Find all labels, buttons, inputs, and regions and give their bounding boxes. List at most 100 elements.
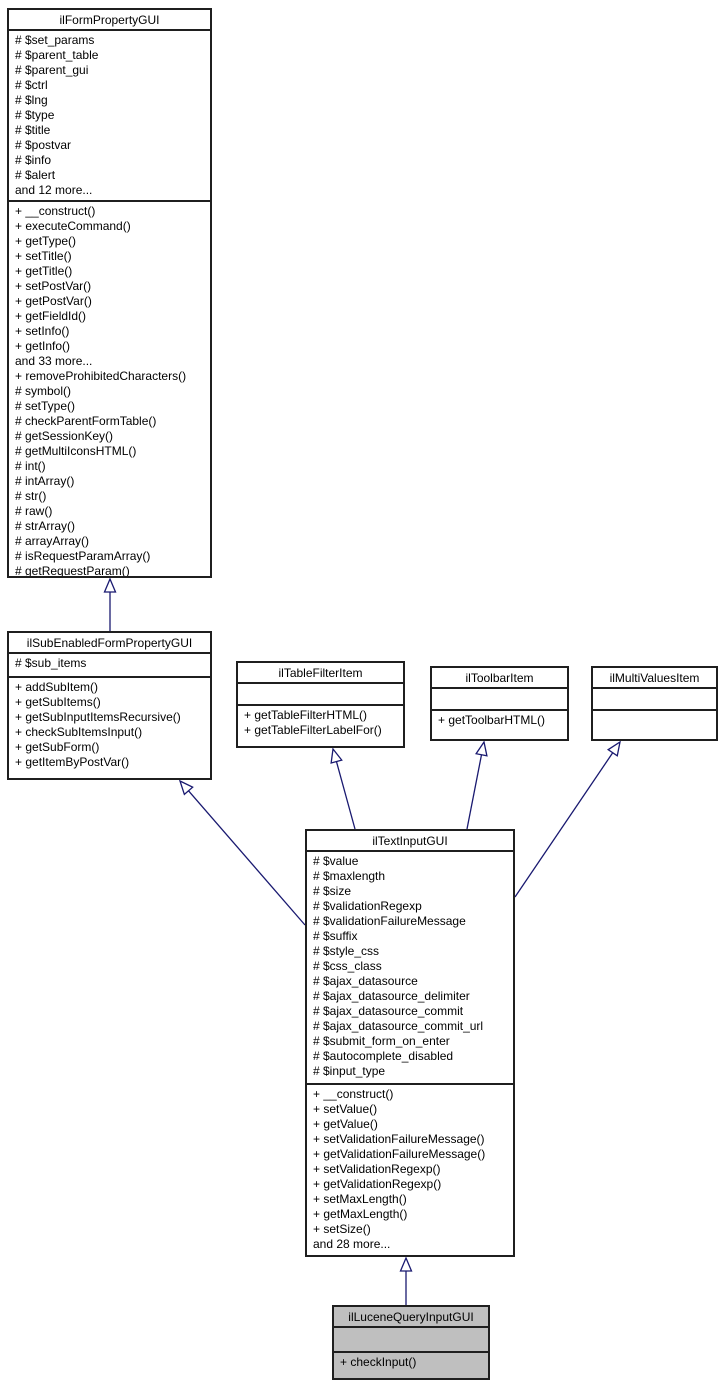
class-box-ilmultivaluesitem[interactable]: ilMultiValuesItem: [591, 666, 718, 741]
attribute-line: # $alert: [15, 168, 56, 182]
method-line: # getRequestParam(): [15, 564, 130, 576]
class-box-iltablefilteritem[interactable]: ilTableFilterItem + getTableFilterHTML()…: [236, 661, 405, 748]
class-title: ilFormPropertyGUI: [9, 10, 210, 31]
method-line: # int(): [15, 459, 46, 473]
method-line: + __construct(): [15, 204, 96, 218]
inheritance-arrow: [514, 740, 621, 898]
method-line: + checkInput(): [340, 1355, 417, 1369]
method-line: + getToolbarHTML(): [438, 713, 546, 727]
class-methods: + __construct()+ executeCommand()+ getTy…: [9, 202, 210, 576]
class-title: ilSubEnabledFormPropertyGUI: [9, 633, 210, 654]
class-title: ilLuceneQueryInputGUI: [334, 1307, 488, 1328]
attribute-line: # $validationFailureMessage: [313, 914, 466, 928]
class-methods: + getTableFilterHTML()+ getTableFilterLa…: [238, 706, 403, 746]
attribute-line: # $autocomplete_disabled: [313, 1049, 454, 1063]
method-line: # symbol(): [15, 384, 72, 398]
method-line: + getItemByPostVar(): [15, 755, 130, 769]
class-methods: + __construct()+ setValue()+ getValue()+…: [307, 1085, 513, 1255]
attribute-line: # $maxlength: [313, 869, 386, 883]
method-line: + setMaxLength(): [313, 1192, 407, 1206]
method-line: + getTableFilterHTML(): [244, 708, 368, 722]
method-line: + getFieldId(): [15, 309, 87, 323]
class-attributes: # $value# $maxlength# $size# $validation…: [307, 852, 513, 1085]
attribute-line: # $validationRegexp: [313, 899, 422, 913]
method-line: + setSize(): [313, 1222, 371, 1236]
method-line: + getTitle(): [15, 264, 73, 278]
class-attributes: [334, 1328, 488, 1353]
class-attributes: [238, 684, 403, 706]
class-box-illucenequeryinputgui[interactable]: ilLuceneQueryInputGUI + checkInput(): [332, 1305, 490, 1380]
attribute-line: # $submit_form_on_enter: [313, 1034, 450, 1048]
method-line: # strArray(): [15, 519, 75, 533]
attribute-line: # $ctrl: [15, 78, 48, 92]
attribute-line: # $postvar: [15, 138, 72, 152]
method-line: + getValidationFailureMessage(): [313, 1147, 486, 1161]
attribute-line: # $value: [313, 854, 359, 868]
method-line: + getType(): [15, 234, 77, 248]
method-line: # raw(): [15, 504, 53, 518]
method-line: # isRequestParamArray(): [15, 549, 151, 563]
method-line: # getMultiIconsHTML(): [15, 444, 137, 458]
method-line: + getMaxLength(): [313, 1207, 408, 1221]
method-line: + removeProhibitedCharacters(): [15, 369, 187, 383]
method-line: + checkSubItemsInput(): [15, 725, 143, 739]
method-line: # str(): [15, 489, 47, 503]
attribute-line: # $style_css: [313, 944, 380, 958]
method-line: + setTitle(): [15, 249, 72, 263]
attribute-line: # $title: [15, 123, 51, 137]
method-line: + setValidationFailureMessage(): [313, 1132, 485, 1146]
attribute-line: # $type: [15, 108, 55, 122]
method-line: # setType(): [15, 399, 76, 413]
method-line: # arrayArray(): [15, 534, 90, 548]
method-line: + getInfo(): [15, 339, 71, 353]
attribute-line: and 12 more...: [15, 183, 93, 197]
attribute-line: # $suffix: [313, 929, 358, 943]
attribute-line: # $set_params: [15, 33, 95, 47]
inheritance-arrow: [103, 577, 117, 631]
method-line: + getPostVar(): [15, 294, 92, 308]
class-title: ilTextInputGUI: [307, 831, 513, 852]
class-title: ilTableFilterItem: [238, 663, 403, 684]
method-line: + getTableFilterLabelFor(): [244, 723, 382, 737]
class-title: ilToolbarItem: [432, 668, 567, 689]
method-line: + addSubItem(): [15, 680, 99, 694]
class-methods: + addSubItem()+ getSubItems()+ getSubInp…: [9, 678, 210, 778]
attribute-line: # $parent_gui: [15, 63, 89, 77]
inheritance-arrow: [330, 747, 356, 830]
inheritance-arrow: [178, 779, 306, 926]
attribute-line: # $ajax_datasource_commit_url: [313, 1019, 484, 1033]
class-box-ilsubenabledformpropertygui[interactable]: ilSubEnabledFormPropertyGUI # $sub_items…: [7, 631, 212, 780]
class-attributes: [432, 689, 567, 711]
attribute-line: # $size: [313, 884, 352, 898]
attribute-line: # $ajax_datasource: [313, 974, 418, 988]
method-line: + getSubItems(): [15, 695, 101, 709]
method-line: + getValidationRegexp(): [313, 1177, 442, 1191]
attribute-line: # $input_type: [313, 1064, 386, 1078]
attribute-line: # $lng: [15, 93, 48, 107]
method-line: and 33 more...: [15, 354, 93, 368]
method-line: + getValue(): [313, 1117, 378, 1131]
method-line: # getSessionKey(): [15, 429, 114, 443]
class-attributes: [593, 689, 716, 711]
class-attributes: # $set_params# $parent_table# $parent_gu…: [9, 31, 210, 202]
method-line: + getSubInputItemsRecursive(): [15, 710, 181, 724]
attribute-line: # $sub_items: [15, 656, 87, 670]
method-line: + __construct(): [313, 1087, 394, 1101]
method-line: + executeCommand(): [15, 219, 131, 233]
attribute-line: # $ajax_datasource_commit: [313, 1004, 464, 1018]
attribute-line: # $info: [15, 153, 52, 167]
class-box-iltextinputgui[interactable]: ilTextInputGUI # $value# $maxlength# $si…: [305, 829, 515, 1257]
attribute-line: # $parent_table: [15, 48, 99, 62]
class-box-iltoolbaritem[interactable]: ilToolbarItem + getToolbarHTML(): [430, 666, 569, 741]
class-box-ilformpropertygui[interactable]: ilFormPropertyGUI # $set_params# $parent…: [7, 8, 212, 578]
class-methods: + checkInput(): [334, 1353, 488, 1378]
method-line: + setValue(): [313, 1102, 378, 1116]
class-methods: + getToolbarHTML(): [432, 711, 567, 739]
method-line: + setInfo(): [15, 324, 70, 338]
method-line: + setValidationRegexp(): [313, 1162, 441, 1176]
attribute-line: # $ajax_datasource_delimiter: [313, 989, 470, 1003]
class-attributes: # $sub_items: [9, 654, 210, 678]
method-line: # intArray(): [15, 474, 75, 488]
method-line: # checkParentFormTable(): [15, 414, 157, 428]
